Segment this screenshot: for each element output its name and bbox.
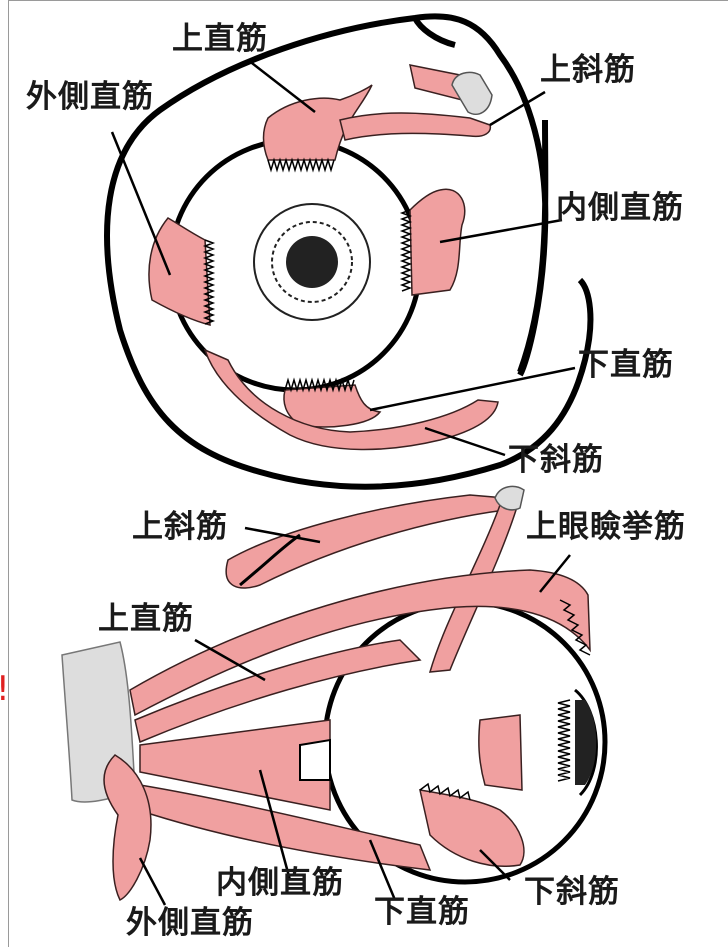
side-lateral-rectus bbox=[104, 755, 151, 900]
orbit-outline-top bbox=[415, 18, 455, 45]
label-side-superior-rectus: 上直筋 bbox=[98, 604, 194, 635]
label-front-medial-rectus: 内側直筋 bbox=[556, 193, 684, 224]
label-side-inferior-oblique: 下斜筋 bbox=[524, 877, 620, 908]
label-side-lateral-rectus: 外側直筋 bbox=[126, 908, 254, 939]
side-view bbox=[62, 486, 605, 905]
front-pupil bbox=[286, 236, 338, 288]
side-medial-rectus-insertion bbox=[479, 715, 522, 790]
front-view bbox=[107, 16, 590, 486]
side-optic-nerve-gap bbox=[300, 740, 330, 780]
label-side-medial-rectus: 内側直筋 bbox=[216, 868, 344, 899]
front-medial-rectus bbox=[410, 189, 465, 295]
label-front-lateral-rectus: 外側直筋 bbox=[26, 82, 154, 113]
label-front-inferior-rectus: 下直筋 bbox=[578, 350, 674, 381]
leader-front-lateral-rectus bbox=[112, 132, 170, 275]
leader-side-lateral-rectus bbox=[140, 858, 165, 905]
front-superior-oblique bbox=[340, 113, 490, 140]
label-side-levator-palpebrae: 上眼瞼挙筋 bbox=[526, 512, 686, 543]
edge-mark: ! bbox=[0, 672, 10, 706]
leader-front-superior-rectus bbox=[248, 60, 315, 112]
front-iris bbox=[254, 204, 370, 320]
label-front-inferior-oblique: 下斜筋 bbox=[508, 445, 604, 476]
label-front-superior-rectus: 上直筋 bbox=[172, 24, 268, 55]
side-superior-oblique bbox=[226, 495, 505, 588]
front-inferior-rectus bbox=[284, 385, 380, 427]
front-trochlea bbox=[452, 72, 492, 114]
label-side-inferior-rectus: 下直筋 bbox=[374, 897, 470, 928]
leader-front-superior-oblique bbox=[490, 92, 545, 125]
label-side-superior-oblique: 上斜筋 bbox=[132, 512, 228, 543]
label-front-superior-oblique: 上斜筋 bbox=[540, 55, 636, 86]
